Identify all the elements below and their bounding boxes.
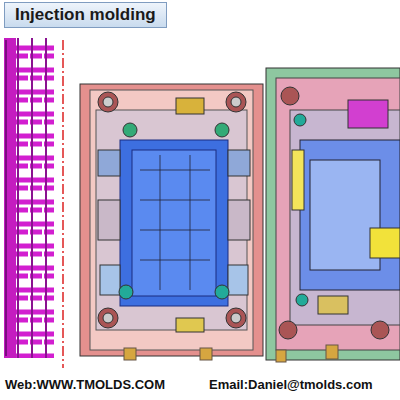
contact-text: Web:WWW.TMOLDS.COM	[4, 377, 166, 392]
contact-text: Email:Daniel@tmolds.com	[208, 377, 374, 392]
title-box: Injection molding	[4, 2, 167, 28]
